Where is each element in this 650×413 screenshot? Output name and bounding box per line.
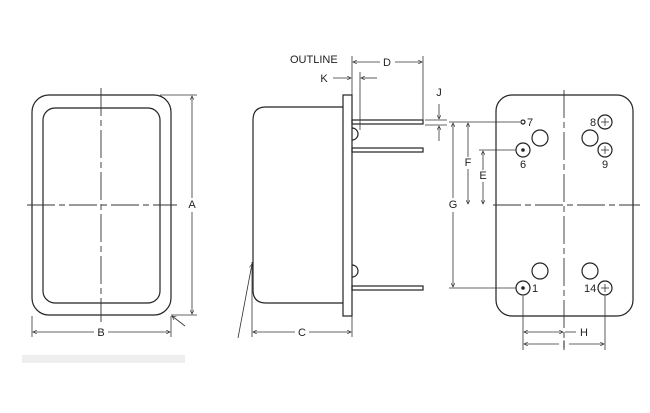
dimension-d-label: D [383, 57, 391, 69]
pin-8-label: 8 [590, 117, 596, 129]
leader-arrow [172, 316, 186, 327]
dimension-g-label: G [449, 199, 458, 211]
dimension-j-label: J [436, 87, 442, 99]
pin-7 [520, 119, 526, 125]
standoff-circle [531, 129, 549, 147]
pin-lead [351, 147, 424, 153]
dimension-c-label: C [298, 327, 306, 339]
pin-lead [351, 285, 424, 291]
pin-1 [515, 280, 531, 296]
case-body [252, 106, 343, 304]
gray-bar [22, 355, 185, 363]
standoff-circle [531, 262, 549, 280]
label-bg [186, 198, 198, 212]
pin-9-label: 9 [602, 159, 608, 171]
dimension-f-label: F [465, 157, 472, 169]
dimension-h-label: H [580, 327, 588, 339]
pin-14-label: 14 [584, 283, 596, 295]
standoff [351, 264, 359, 278]
case-inner-outline [42, 107, 161, 304]
header-plate [495, 94, 634, 317]
dimension-k-label: K [320, 73, 328, 85]
pin-9 [597, 142, 613, 158]
dimension-i-label: I [562, 339, 565, 351]
leader-arrow [237, 264, 252, 339]
dimension-e-label: E [479, 170, 486, 182]
flange [342, 94, 353, 317]
standoff-circle [581, 262, 599, 280]
standoff [351, 127, 359, 141]
side-view: OUTLINE D K J C [237, 54, 447, 339]
bottom-view: 7 6 1 8 9 14 G F E [449, 90, 640, 351]
pin-1-label: 1 [532, 283, 538, 295]
pin-14 [597, 280, 613, 296]
standoff-circle [581, 129, 599, 147]
pin-6-label: 6 [520, 159, 526, 171]
outline-title: OUTLINE [290, 54, 338, 66]
pin-6 [515, 142, 531, 158]
dimension-b-label: B [97, 327, 104, 339]
dimension-a-label: A [188, 199, 196, 211]
front-view: A B [22, 88, 198, 363]
pin-lead [351, 119, 424, 125]
pin-7-label: 7 [527, 117, 533, 129]
pin-8 [597, 114, 613, 130]
